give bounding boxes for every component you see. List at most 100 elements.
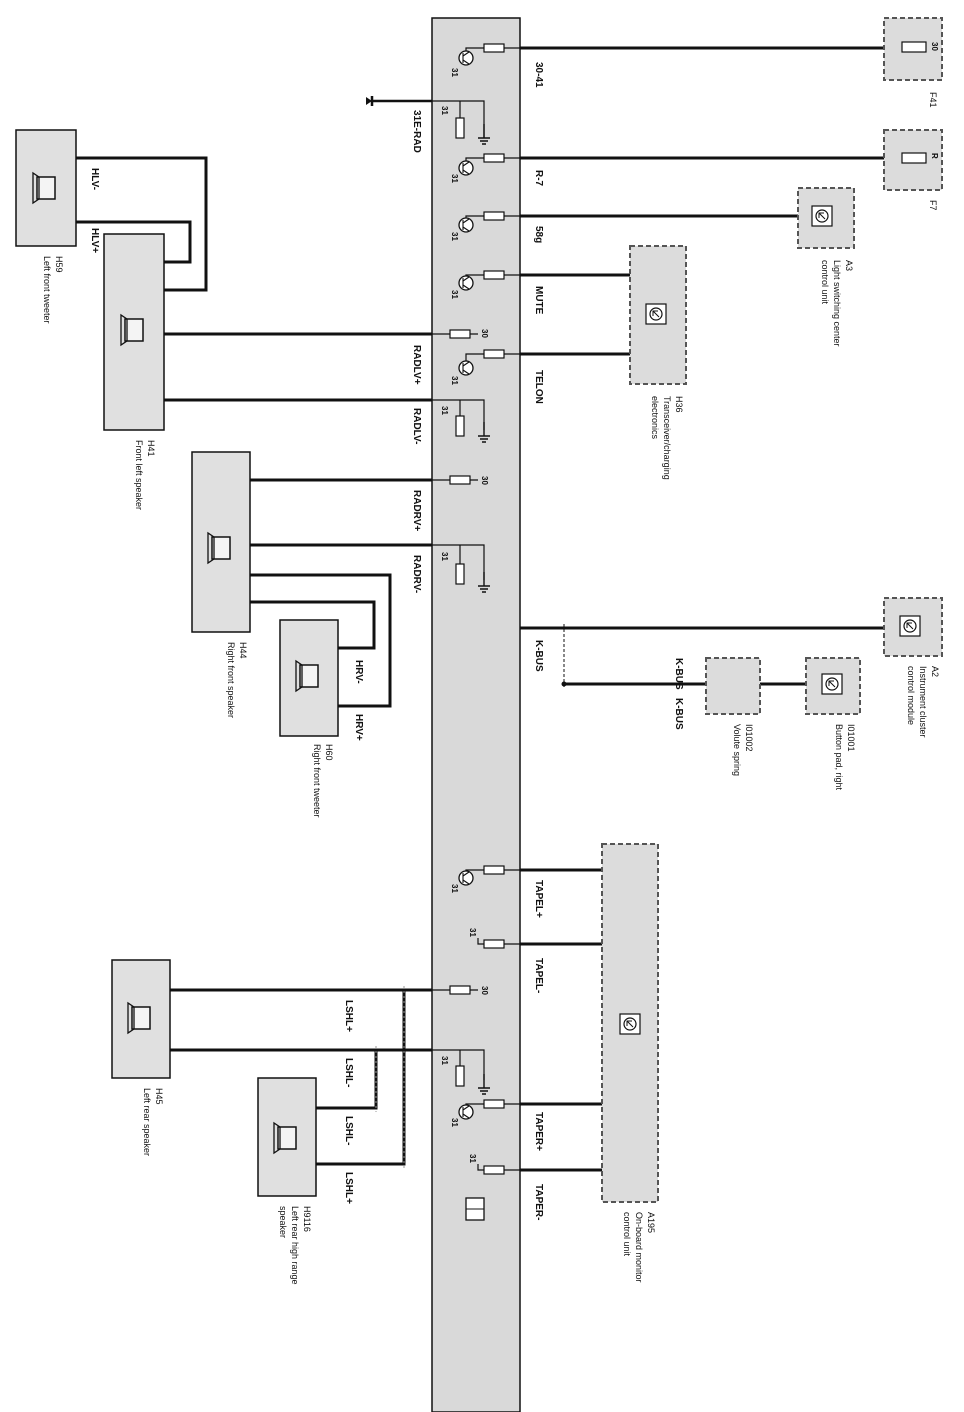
wire-31e-rad bbox=[370, 96, 432, 106]
supply-stage-lshlp: 30 bbox=[432, 985, 489, 995]
svg-text:I01002: I01002 bbox=[744, 724, 754, 752]
wire-label-hrv-minus: HRV- bbox=[353, 660, 364, 684]
module-symbol-icon bbox=[465, 1197, 485, 1221]
speaker-icon bbox=[273, 1122, 297, 1154]
control-unit-icon bbox=[811, 205, 833, 227]
svg-text:31: 31 bbox=[450, 376, 459, 385]
input-stage-tapelm: 31 bbox=[468, 928, 520, 949]
pin-label-taper-minus: TAPER- bbox=[533, 1184, 544, 1220]
svg-text:H60: H60 bbox=[324, 744, 334, 761]
svg-text:H45: H45 bbox=[154, 1088, 164, 1105]
speaker-h45: H45 Left rear speaker bbox=[111, 959, 171, 1156]
svg-text:Left rear speaker: Left rear speaker bbox=[142, 1088, 152, 1156]
svg-text:H41: H41 bbox=[146, 440, 156, 457]
speaker-icon bbox=[207, 532, 231, 564]
control-unit-icon bbox=[899, 615, 921, 637]
svg-text:31: 31 bbox=[450, 232, 459, 241]
pin-label-kbus: K-BUS bbox=[533, 640, 544, 672]
svg-text:H9116: H9116 bbox=[302, 1206, 312, 1232]
svg-text:Light switching center: Light switching center bbox=[832, 260, 842, 347]
svg-text:Right front speaker: Right front speaker bbox=[226, 642, 236, 718]
transistor-stage-3041: 31 bbox=[450, 43, 520, 77]
svg-text:30: 30 bbox=[930, 42, 939, 51]
ground-stage-radlvm: 31 bbox=[432, 399, 491, 443]
speaker-icon bbox=[32, 172, 56, 204]
pin-label-tapel-plus: TAPEL+ bbox=[533, 880, 544, 918]
control-unit-icon bbox=[821, 673, 843, 695]
speaker-h44: H44 Right front speaker bbox=[191, 451, 251, 718]
svg-text:30: 30 bbox=[480, 476, 489, 485]
speaker-icon bbox=[127, 1002, 151, 1034]
wire-label-hrv-plus: HRV+ bbox=[353, 714, 364, 741]
module-a3: A3 Light switching center control unit bbox=[797, 187, 855, 347]
supply-stage-radrvp: 30 bbox=[432, 475, 489, 485]
wire-label-hlv-plus: HLV+ bbox=[89, 228, 100, 253]
svg-text:31: 31 bbox=[440, 552, 449, 561]
fuse-f7: R F7 bbox=[883, 129, 943, 211]
svg-text:electronics: electronics bbox=[650, 396, 660, 440]
pin-label-radlv-minus: RADLV- bbox=[411, 408, 422, 444]
splice-markers bbox=[375, 986, 405, 1168]
svg-text:speaker: speaker bbox=[278, 1206, 288, 1238]
svg-text:31: 31 bbox=[440, 106, 449, 115]
speaker-icon bbox=[120, 314, 144, 346]
svg-text:Volute spring: Volute spring bbox=[732, 724, 742, 776]
svg-text:31: 31 bbox=[440, 1056, 449, 1065]
svg-text:control unit: control unit bbox=[820, 260, 830, 305]
wire-label-hlv-minus: HLV- bbox=[89, 168, 100, 190]
module-a2: A2 Instrument cluster control module bbox=[883, 597, 943, 738]
svg-text:Transceiver/charging: Transceiver/charging bbox=[662, 396, 672, 480]
wire-label-lshl-plus: LSHL+ bbox=[343, 1000, 354, 1032]
speaker-h9116: H9116 Left rear high range speaker bbox=[257, 1077, 317, 1285]
transistor-stage-mute: 31 bbox=[450, 270, 520, 299]
svg-text:31: 31 bbox=[440, 406, 449, 415]
module-i01002: I01002 Volute spring bbox=[705, 657, 761, 776]
module-h36: H36 Transceiver/charging electronics bbox=[629, 245, 687, 480]
pin-label-radlv-plus: RADLV+ bbox=[411, 345, 422, 385]
svg-text:31: 31 bbox=[450, 884, 459, 893]
svg-text:control unit: control unit bbox=[622, 1212, 632, 1257]
svg-text:31: 31 bbox=[450, 174, 459, 183]
ground-stage-31erad: 31 bbox=[432, 100, 491, 145]
svg-text:Front left speaker: Front left speaker bbox=[134, 440, 144, 510]
wire-label-lshl-minus: LSHL- bbox=[343, 1058, 354, 1087]
pin-label-telon: TELON bbox=[533, 370, 544, 404]
svg-text:On-board monitor: On-board monitor bbox=[634, 1212, 644, 1283]
ground-arrow-icon bbox=[366, 97, 372, 105]
svg-text:30: 30 bbox=[480, 986, 489, 995]
pin-label-30-41: 30-41 bbox=[533, 62, 544, 88]
svg-text:30: 30 bbox=[480, 329, 489, 338]
pin-label-radrv-minus: RADRV- bbox=[411, 555, 422, 593]
svg-text:31: 31 bbox=[450, 1118, 459, 1127]
svg-text:Instrument cluster: Instrument cluster bbox=[918, 666, 928, 738]
svg-text:I01001: I01001 bbox=[846, 724, 856, 752]
speaker-icon bbox=[295, 660, 319, 692]
transistor-stage-r7: 31 bbox=[450, 153, 520, 183]
svg-text:H36: H36 bbox=[674, 396, 684, 413]
svg-text:H44: H44 bbox=[238, 642, 248, 659]
svg-text:31: 31 bbox=[450, 290, 459, 299]
ground-stage-lshlm: 31 bbox=[432, 1049, 491, 1095]
transistor-stage-telon: 31 bbox=[450, 349, 520, 385]
speaker-h60: H60 Right front tweeter bbox=[279, 619, 339, 818]
radio-module bbox=[431, 17, 521, 1412]
module-a195: A195 On-board monitor control unit bbox=[601, 843, 659, 1283]
pin-label-radrv-plus: RADRV+ bbox=[411, 490, 422, 531]
transistor-stage-taperp: 31 bbox=[450, 1099, 520, 1127]
svg-text:A3: A3 bbox=[844, 260, 854, 271]
input-stage-taperm: 31 bbox=[468, 1154, 520, 1175]
wire-label-kbus-2: K-BUS bbox=[673, 698, 684, 730]
pin-labels: 30-41 R-7 58g MUTE TELON K-BUS TAPEL+ TA… bbox=[411, 62, 544, 1220]
ground-stage-radrvm: 31 bbox=[432, 544, 491, 593]
transistor-stage-58g: 31 bbox=[450, 211, 520, 241]
wire-label-lshl-minus-2: LSHL- bbox=[343, 1116, 354, 1145]
svg-text:Right front tweeter: Right front tweeter bbox=[312, 744, 322, 818]
module-i01001: I01001 Button pad, right bbox=[805, 657, 861, 791]
svg-text:control module: control module bbox=[906, 666, 916, 725]
svg-text:31: 31 bbox=[468, 1154, 477, 1163]
wire-label-lshl-plus-2: LSHL+ bbox=[343, 1172, 354, 1204]
label-f41: F41 bbox=[928, 92, 938, 108]
left-wires bbox=[76, 156, 432, 1166]
